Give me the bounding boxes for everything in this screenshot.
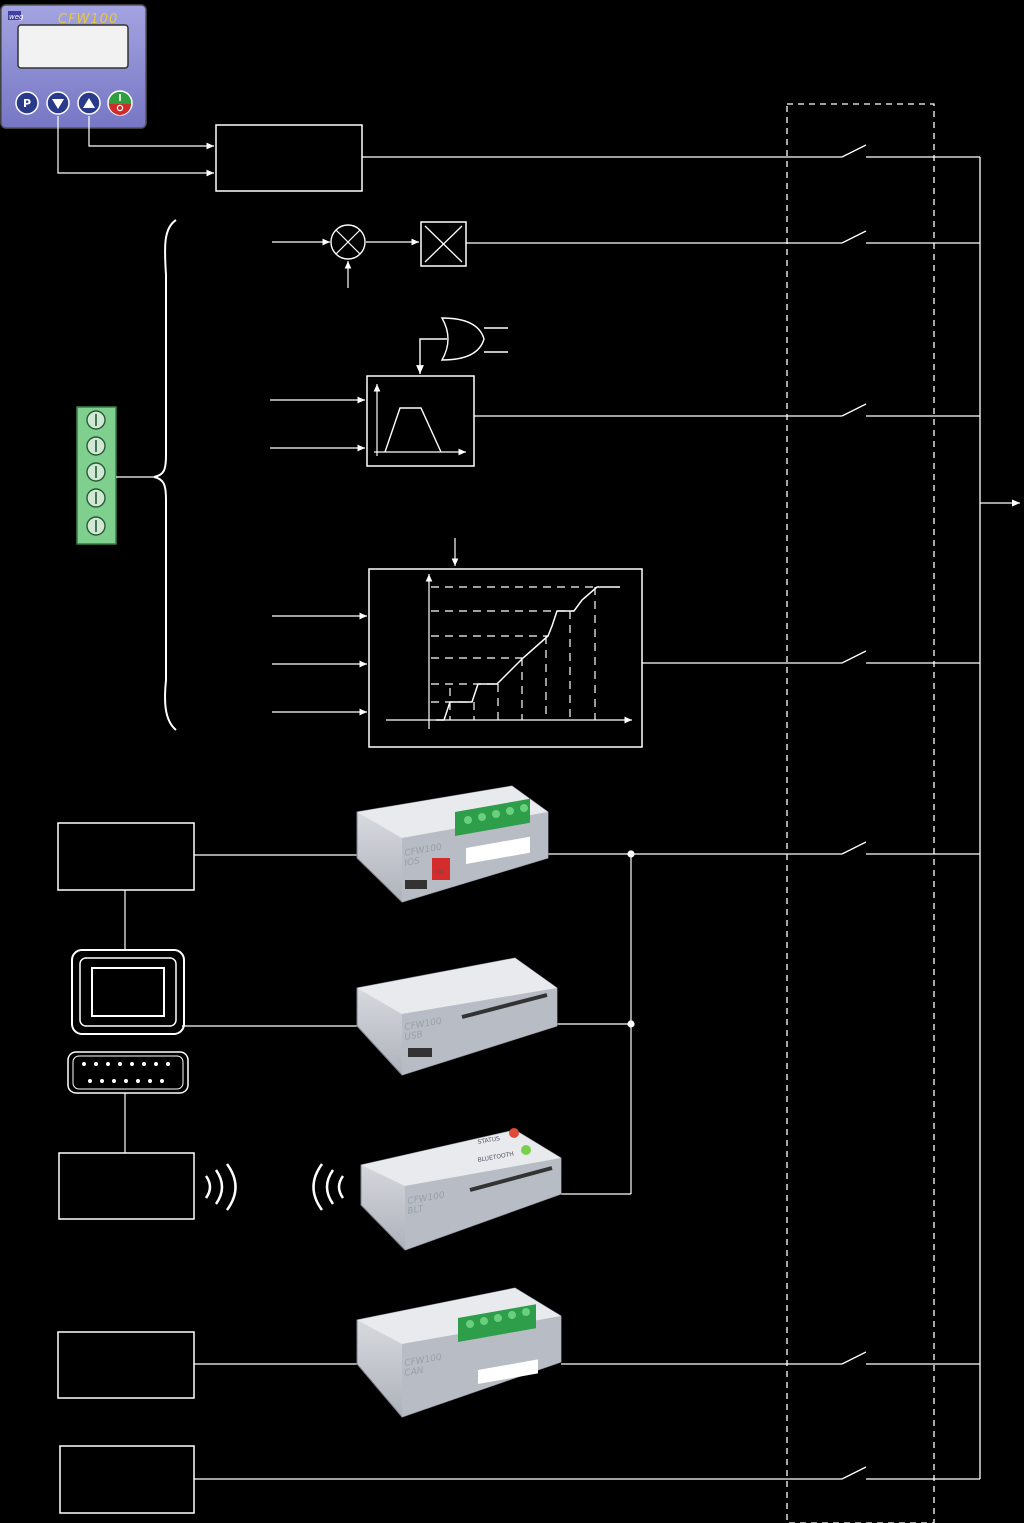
- electronic-pot-block: [270, 375, 475, 467]
- or-gate: [416, 317, 508, 374]
- module-can[interactable]: CFW100 CAN: [356, 1287, 562, 1418]
- can-code-label: CAN: [404, 1366, 425, 1379]
- keypad-key-decrement[interactable]: [46, 91, 70, 115]
- hmi-monitor: [71, 949, 185, 1035]
- bluetooth-led-icon: [521, 1145, 531, 1155]
- network-master-block: [57, 822, 195, 891]
- analog-input-path: [272, 238, 419, 288]
- blt-led-label-status: STATUS: [477, 1135, 501, 1146]
- ios-switch-icon[interactable]: [432, 858, 450, 880]
- serial-master-block: [59, 1445, 195, 1514]
- keypad-key-program[interactable]: P: [15, 91, 39, 115]
- keypad-reference-block: [215, 124, 363, 192]
- keypad-hmi[interactable]: weg CFW100 P: [0, 4, 147, 129]
- usb-port-icon: [408, 1048, 432, 1057]
- db-connector-icon: [67, 1051, 189, 1153]
- multispeed-block: [272, 538, 643, 748]
- wireless-out-icon: [204, 1163, 237, 1211]
- ios-code-label: IOS: [404, 856, 421, 869]
- can-master-block: [57, 1331, 195, 1399]
- keypad-model-label: CFW100: [58, 12, 118, 27]
- keypad-maker-logo: weg: [9, 13, 24, 21]
- svg-text:P: P: [23, 97, 31, 110]
- module-blt[interactable]: STATUS BLUETOOTH CFW100 BLT: [360, 1128, 562, 1251]
- bluetooth-device-block: [58, 1152, 195, 1220]
- selector-switch-group: [194, 103, 1020, 1523]
- keypad-link-lines: [57, 116, 214, 177]
- terminal-block: [76, 406, 156, 545]
- keypad-display: [17, 24, 129, 69]
- module-usb[interactable]: CFW100 USB: [356, 957, 558, 1076]
- keypad-key-increment[interactable]: [77, 91, 101, 115]
- multiplier-block: [420, 221, 467, 267]
- io-brace: [153, 219, 177, 731]
- communication-network: [57, 822, 635, 1195]
- module-ios[interactable]: ON CFW100 IOS: [356, 785, 549, 903]
- keypad-key-start-stop[interactable]: [107, 90, 133, 116]
- wireless-in-icon: [312, 1163, 345, 1211]
- ios-switch-label: ON: [434, 869, 443, 876]
- summing-junction: [330, 224, 366, 260]
- status-led-icon: [509, 1128, 519, 1138]
- reference-selector-frame: [786, 103, 935, 1523]
- usb-code-label: USB: [404, 1030, 424, 1043]
- blt-code-label: BLT: [407, 1204, 426, 1217]
